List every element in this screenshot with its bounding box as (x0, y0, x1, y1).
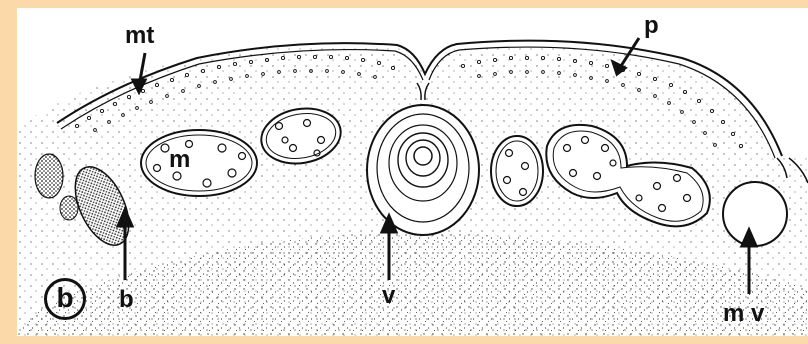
label-m: m (169, 148, 190, 172)
mitochondrion-3 (491, 136, 543, 206)
label-p: p (644, 14, 659, 38)
label-mt: mt (125, 24, 154, 48)
panel-letter: b (56, 284, 73, 312)
mitochondrion-1 (141, 130, 257, 196)
figure-panel: mt p m b v m v b (17, 8, 808, 336)
label-mv: m v (723, 302, 764, 326)
cell-section-drawing (17, 8, 808, 336)
label-b: b (119, 288, 134, 312)
panel-letter-badge: b (44, 278, 86, 320)
label-v: v (382, 284, 395, 308)
